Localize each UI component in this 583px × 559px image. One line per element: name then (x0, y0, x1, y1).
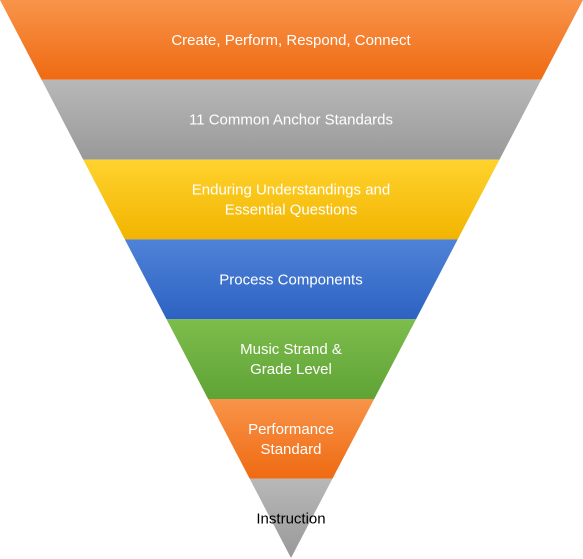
layer-label: Essential Questions (225, 202, 358, 219)
layer-process-components: Process Components (124, 239, 458, 320)
layer-band (41, 79, 542, 160)
layer-anchor-standards: 11 Common Anchor Standards (41, 79, 542, 160)
layer-label: Music Strand & (240, 341, 342, 358)
layer-label: Enduring Understandings and (192, 182, 390, 199)
layer-label: 11 Common Anchor Standards (189, 112, 393, 129)
layer-band (208, 399, 375, 479)
layer-band (124, 239, 458, 320)
layer-band (166, 319, 416, 399)
layer-label: Standard (261, 441, 322, 458)
layer-band (249, 478, 333, 558)
layer-band (83, 159, 500, 240)
layer-label: Grade Level (250, 361, 332, 378)
layer-label: Performance (248, 421, 334, 438)
layer-instruction: Instruction (249, 478, 333, 558)
layer-music-strand-grade-level: Music Strand & Grade Level (166, 319, 416, 399)
layer-label: Instruction (256, 511, 325, 528)
layer-label: Create, Perform, Respond, Connect (171, 32, 411, 49)
layer-band (0, 0, 583, 80)
layer-create-perform-respond-connect: Create, Perform, Respond, Connect (0, 0, 583, 80)
layer-label: Process Components (219, 271, 362, 288)
